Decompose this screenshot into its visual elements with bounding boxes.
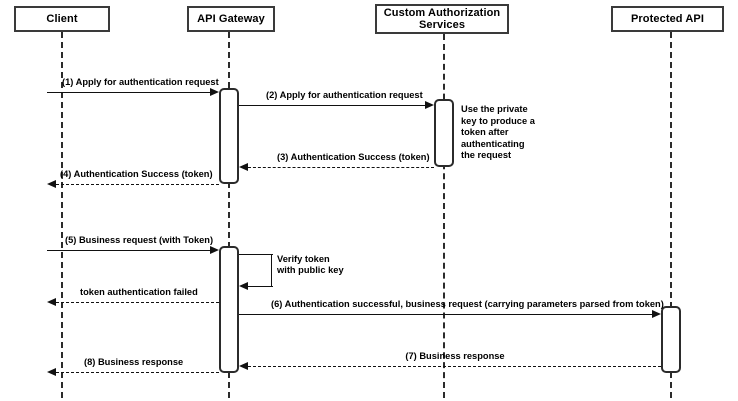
message-6-arrowhead (652, 309, 661, 318)
message-3-arrowhead (239, 162, 248, 171)
self-message-verify-token-label-line1: Verify token (277, 254, 330, 264)
message-6-label: (6) Authentication successful, business … (271, 299, 664, 309)
message-token-auth-failed-arrowhead (47, 297, 56, 306)
self-message-verify-token-right (271, 254, 272, 286)
lifeline-client (61, 32, 63, 398)
message-4-line (56, 184, 219, 185)
message-3-label: (3) Authentication Success (token) (277, 152, 430, 162)
message-7-line (248, 366, 661, 367)
message-6-line (239, 314, 652, 315)
message-8-label: (8) Business response (84, 357, 184, 367)
message-8-arrowhead (47, 367, 56, 376)
message-token-auth-failed-line (56, 302, 219, 303)
message-2-arrowhead (425, 100, 434, 109)
message-token-auth-failed-label: token authentication failed (80, 287, 198, 297)
note-private-key-line-1: Use the private (461, 104, 528, 114)
message-7-arrowhead (239, 361, 248, 370)
participant-client-label: Client (46, 13, 78, 25)
message-8-line (56, 372, 219, 373)
message-1-label: (1) Apply for authentication request (62, 77, 219, 87)
participant-client[interactable]: Client (14, 6, 110, 32)
message-1-line (47, 92, 210, 93)
self-message-verify-token-top (239, 254, 273, 255)
note-private-key: Use the private key to produce a token a… (461, 104, 541, 162)
lifeline-api-gateway (228, 32, 230, 398)
self-message-verify-token-label-line2: with public key (277, 265, 344, 275)
participant-api-gateway-label: API Gateway (197, 13, 265, 25)
message-2-label: (2) Apply for authentication request (266, 90, 423, 100)
message-1-arrowhead (210, 87, 219, 96)
activation-api-gateway-business (219, 246, 239, 373)
note-private-key-line-3: token after (461, 127, 509, 137)
note-private-key-line-5: the request (461, 150, 512, 160)
participant-protected-api[interactable]: Protected API (611, 6, 724, 32)
participant-protected-api-label: Protected API (630, 13, 705, 25)
activation-custom-authorization-services (434, 99, 454, 167)
message-5-arrowhead (210, 245, 219, 254)
message-4-label: (4) Authentication Success (token) (60, 169, 213, 179)
participant-api-gateway[interactable]: API Gateway (187, 6, 275, 32)
participant-custom-authorization-services-label: Custom Authorization Services (383, 7, 501, 31)
self-message-verify-token-arrowhead (239, 281, 248, 290)
note-private-key-line-4: authenticating (461, 138, 525, 149)
note-private-key-line-2: key to produce a (461, 115, 535, 126)
message-7-label: (7) Business response (405, 351, 505, 361)
lifeline-custom-authorization-services (443, 34, 445, 398)
self-message-verify-token-bottom (248, 286, 273, 287)
message-3-line (248, 167, 434, 168)
message-4-arrowhead (47, 179, 56, 188)
message-2-line (239, 105, 425, 106)
participant-custom-authorization-services[interactable]: Custom Authorization Services (375, 4, 509, 34)
activation-api-gateway-auth (219, 88, 239, 184)
message-5-line (47, 250, 210, 251)
lifeline-protected-api (670, 32, 672, 398)
message-5-label: (5) Business request (with Token) (65, 235, 214, 245)
activation-protected-api (661, 306, 681, 373)
